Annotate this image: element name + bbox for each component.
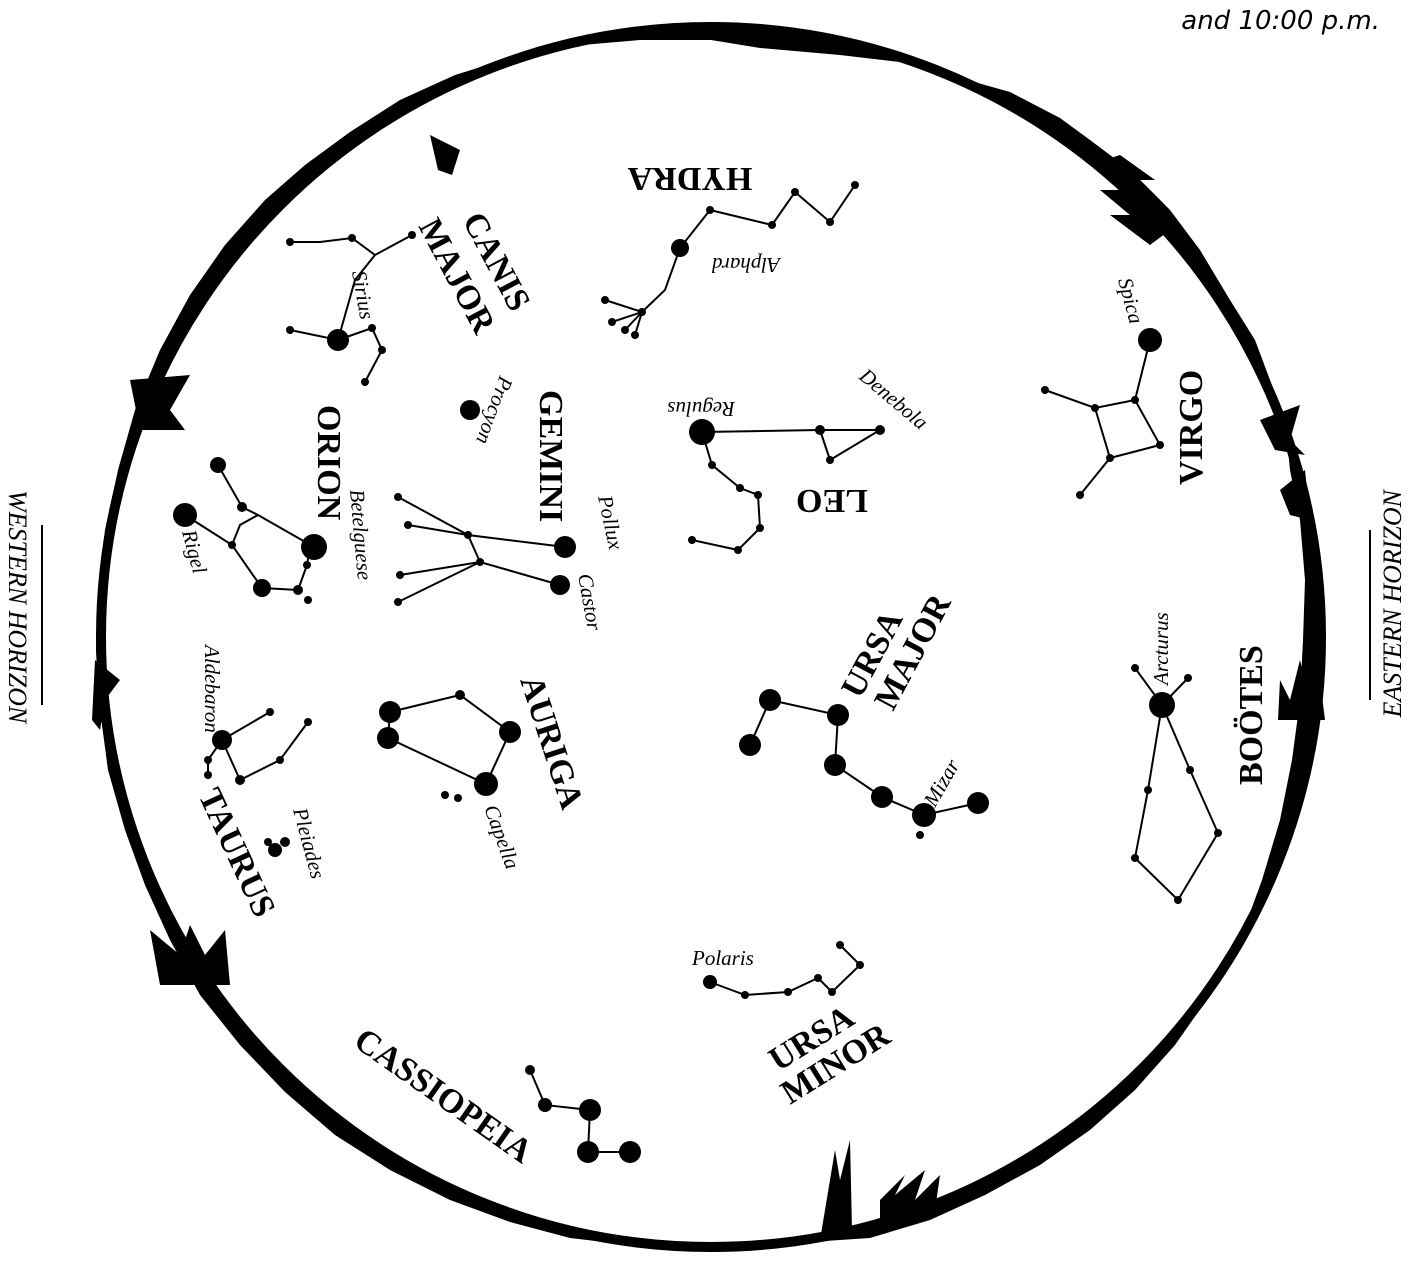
star-aldebaran-dot bbox=[212, 730, 232, 750]
star-procyon-dot bbox=[460, 400, 480, 420]
label-bootes: BOÖTES bbox=[1233, 645, 1270, 785]
star-capella-dot bbox=[474, 772, 498, 796]
label-virgo: VIRGO bbox=[1173, 370, 1210, 485]
star-regulus-dot bbox=[689, 419, 715, 445]
label-aldebaran: Aldebaron bbox=[200, 643, 224, 733]
star-pollux-dot bbox=[554, 536, 576, 558]
label-hydra: HYDRA bbox=[627, 160, 752, 197]
label-leo: LEO bbox=[796, 482, 868, 519]
label-alphard: Alphard bbox=[711, 253, 782, 277]
star-denebola-dot bbox=[875, 425, 885, 435]
label-gemini: GEMINI bbox=[532, 390, 569, 522]
label-arcturus: Arcturus bbox=[1149, 612, 1173, 687]
star-spica-dot bbox=[1138, 328, 1162, 352]
star-betelgeuse-dot bbox=[301, 534, 327, 560]
label-regulus: Regulus bbox=[667, 397, 736, 421]
star-polaris-dot bbox=[703, 975, 717, 989]
star-alphard-dot bbox=[671, 239, 689, 257]
star-arcturus-dot bbox=[1149, 692, 1175, 718]
label-orion: ORION bbox=[310, 405, 347, 521]
star-castor-dot bbox=[550, 575, 570, 595]
star-rigel-dot bbox=[173, 503, 197, 527]
star-sirius-dot bbox=[327, 329, 349, 351]
label-polaris: Polaris bbox=[691, 946, 754, 970]
